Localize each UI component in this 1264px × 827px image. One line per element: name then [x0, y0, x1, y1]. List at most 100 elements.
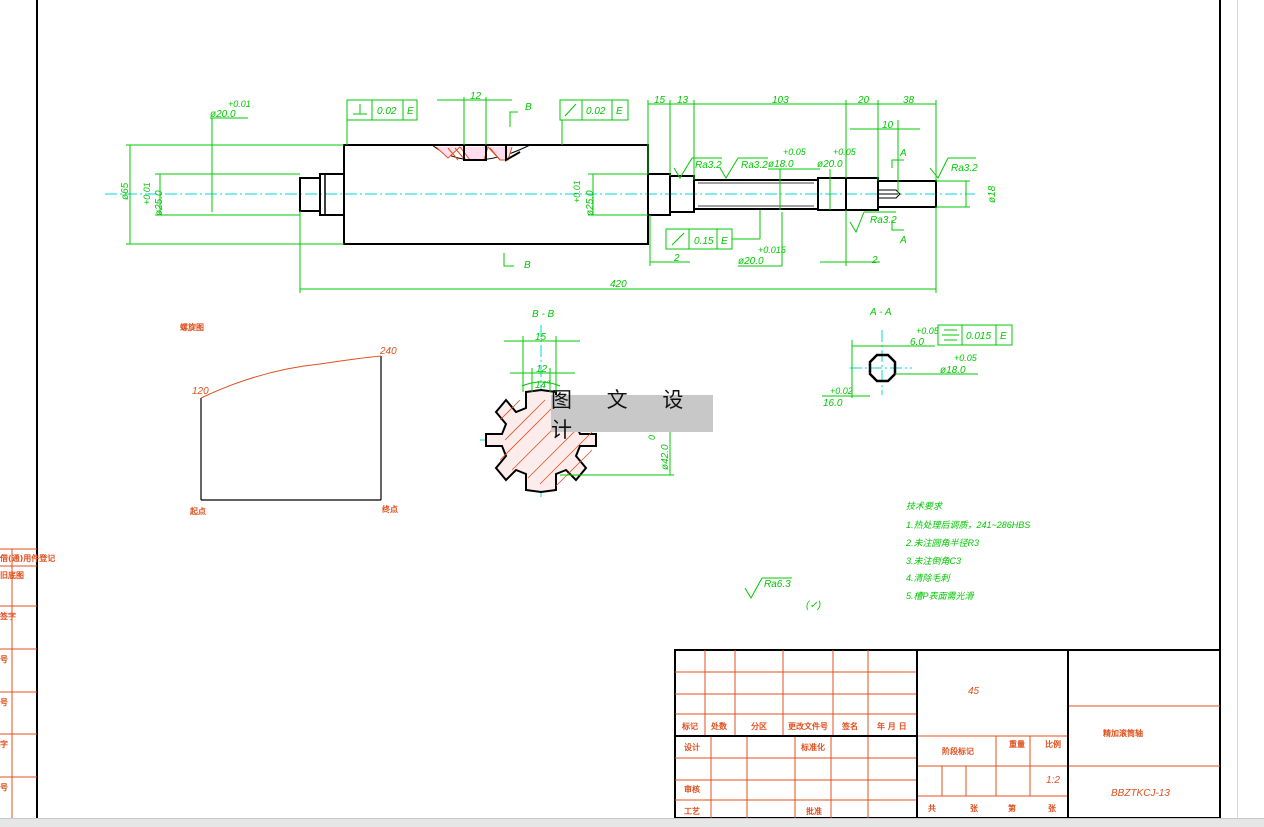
dim-420: 420: [610, 279, 627, 290]
right-panel-strip: [1237, 0, 1264, 818]
section-aa-d16-tol: +0.02: [830, 386, 853, 396]
section-b-bottom: B: [524, 260, 531, 271]
perp-datum: E: [407, 106, 414, 117]
tb-scale: 1:2: [1046, 775, 1060, 786]
tech-req-item: 5.槽P表面需光滑: [906, 591, 975, 601]
tech-req-item: 2.未注圆角半径R3: [905, 538, 979, 548]
dim-38: 38: [903, 95, 915, 106]
dim-d20-bot-tol: +0.015: [758, 245, 787, 255]
section-aa-d16: 16.0: [823, 398, 843, 409]
tb-header: 签名: [841, 721, 858, 731]
left-strip-item: 签字: [0, 611, 16, 621]
dim-d25-left-tol: +0.01: [142, 182, 152, 205]
dim-103: 103: [772, 95, 789, 106]
left-strip-item: 借(通)用件登记: [0, 553, 55, 563]
section-b-top: B: [525, 102, 532, 113]
tb-part-name: 精加滚筒轴: [1103, 728, 1143, 738]
section-a-bottom: A: [899, 235, 907, 246]
helix-end: 240: [379, 346, 397, 357]
helix-title: 螺旋图: [180, 322, 204, 332]
section-aa-d6: 6.0: [910, 337, 924, 348]
section-bb-dia: ø42.0: [660, 444, 671, 470]
tb-sheet-no: 第: [1008, 803, 1016, 813]
title-block: 标记 处数 分区 更改文件号 签名 年 月 日 设计 标准化 审核 工艺 批准 …: [674, 649, 1221, 819]
runout2-datum: E: [721, 236, 728, 247]
dim-d20-top-tol: +0.01: [228, 99, 251, 109]
section-aa-sym-value: 0.015: [966, 331, 991, 342]
tb-header: 更改文件号: [788, 721, 828, 731]
section-bb-angle: 14°: [535, 380, 550, 391]
left-strip-item: 旧底图: [0, 570, 24, 580]
left-strip-item: 号: [0, 783, 8, 792]
tb-header: 标记: [681, 721, 698, 731]
dim-13: 13: [677, 95, 689, 106]
dim-d18-mid: ø18.0: [768, 159, 794, 170]
runout2-value: 0.15: [694, 236, 714, 247]
dim-d65: ø65: [120, 182, 131, 200]
watermark-label: 图 文 设 计: [551, 388, 713, 442]
dim-d20-bot: ø20.0: [738, 256, 764, 267]
perp-tolerance-frame: [346, 99, 418, 121]
tb-sheet-unit2: 张: [1048, 804, 1057, 813]
dim-d25-right: ø25.0: [585, 190, 596, 216]
tb-header: 分区: [751, 721, 767, 731]
tb-sheets-unit: 张: [970, 804, 979, 813]
dim-15: 15: [654, 95, 666, 106]
section-aa-d18: ø18.0: [940, 365, 966, 376]
section-bb-12: 12: [536, 364, 548, 375]
left-strip-item: 字: [0, 739, 8, 749]
section-bb-title: B - B: [532, 309, 555, 320]
roughness-general: Ra6.3: [764, 579, 791, 590]
perp-value: 0.02: [377, 106, 397, 117]
horizontal-scrollbar[interactable]: [0, 818, 1264, 827]
section-bb-15: 15: [535, 332, 547, 343]
left-strip-item: 号: [0, 655, 8, 664]
main-shaft-view: ø65 +0.01 ø25.0 +0.01 ø20.0 +0.01 ø25.0 …: [105, 91, 998, 293]
helix-start-label: 起点: [189, 506, 206, 516]
dim-d18-mid-tol: +0.05: [783, 147, 807, 157]
dim-12: 12: [470, 91, 482, 102]
section-aa-d18-tol: +0.05: [954, 353, 978, 363]
helix-end-label: 终点: [381, 504, 398, 514]
tech-req-title: 技术要求: [906, 501, 943, 511]
dim-d18-end: ø18: [987, 185, 998, 203]
tech-req-item: 1.热处理后调质，241~286HBS: [906, 520, 1030, 530]
tb-row-approve: 批准: [806, 806, 822, 816]
left-registration-strip: 借(通)用件登记 旧底图 签字 号 号 字 号: [0, 548, 55, 818]
dim-20: 20: [857, 95, 870, 106]
tb-material: 45: [968, 686, 980, 697]
tb-row-design: 设计: [684, 742, 700, 752]
roughness-1: Ra3.2: [695, 160, 722, 171]
dim-d20-top: ø20.0: [210, 109, 236, 120]
tech-req-item: 3.未注倒角C3: [906, 556, 961, 566]
section-aa-title: A - A: [869, 307, 892, 318]
tb-sheets-total: 共: [928, 803, 936, 813]
tb-row-review: 审核: [684, 784, 700, 794]
section-bb-dia-tol: 0: [647, 435, 657, 440]
tech-requirements: 技术要求 1.热处理后调质，241~286HBS 2.未注圆角半径R3 3.未注…: [905, 501, 1030, 601]
dim-2b: 2: [871, 255, 878, 266]
runout1-frame: [559, 99, 629, 121]
left-strip-item: 号: [0, 698, 8, 707]
tb-drawing-no: BBZTKCJ-13: [1111, 788, 1170, 799]
tb-header: 年 月 日: [877, 721, 907, 731]
tech-req-item: 4.清除毛刺: [906, 573, 952, 583]
tb-row-process: 工艺: [684, 806, 700, 816]
tb-scale-label: 比例: [1045, 739, 1061, 749]
roughness-2: Ra3.2: [741, 160, 768, 171]
symmetry-frame: [937, 324, 1013, 346]
dim-d25-left: ø25.0: [154, 190, 165, 216]
roughness-3: Ra3.2: [951, 163, 978, 174]
dim-10: 10: [882, 120, 894, 131]
runout1-datum: E: [616, 106, 623, 117]
section-a-top: A: [899, 148, 907, 159]
dim-2a: 2: [673, 253, 680, 264]
dim-d20-mid: ø20.0: [817, 159, 843, 170]
helix-start: 120: [192, 386, 209, 397]
runout1-value: 0.02: [586, 106, 606, 117]
roughness-4: Ra3.2: [870, 215, 897, 226]
tb-header: 处数: [710, 721, 728, 731]
tb-row-std: 标准化: [800, 742, 825, 752]
tb-weight-label: 重量: [1009, 739, 1025, 749]
